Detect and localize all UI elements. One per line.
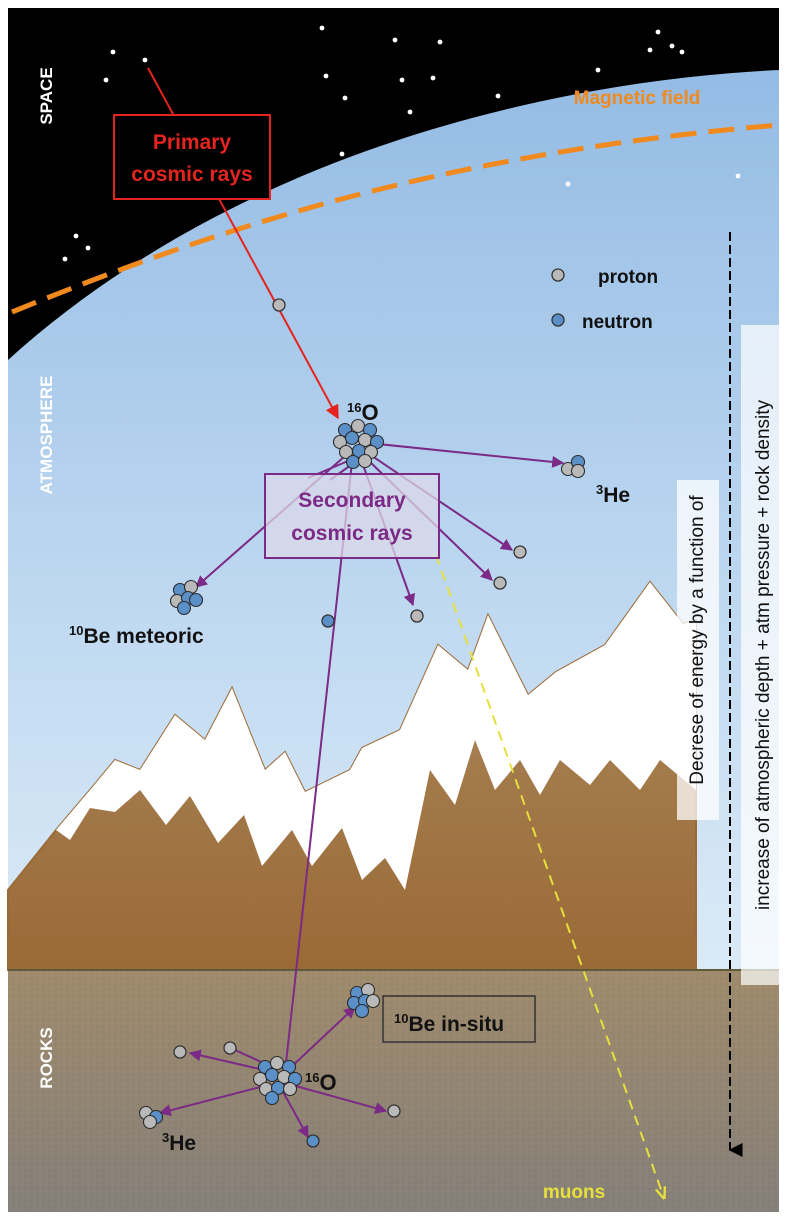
energy-axis-label-line2: increase of atmospheric depth + atm pres… [753, 399, 774, 910]
legend-proton-icon [551, 268, 565, 282]
muons-label: muons [543, 1182, 605, 1203]
stars [62, 25, 741, 262]
o16-top-label: 16O [347, 400, 379, 425]
primary-label-line1: Primary [153, 131, 232, 154]
secondary-label-line2: cosmic rays [291, 522, 412, 545]
primary-label-line2: cosmic rays [131, 163, 252, 186]
legend-neutron-icon [551, 313, 565, 327]
helium-3-nucleus-bottom [138, 1105, 164, 1130]
beryllium-10-in-situ-nucleus [346, 982, 381, 1019]
secondary-cosmic-rays-box [264, 473, 440, 559]
helium-3-nucleus-top [560, 454, 586, 479]
depth-axis-label-background [741, 325, 783, 985]
he3-top-label: 3He [596, 482, 630, 507]
beryllium-10-meteoric-nucleus [169, 579, 204, 616]
rock-proton-1 [173, 1045, 187, 1059]
space-background [8, 8, 779, 360]
secondary-neutron [321, 614, 335, 628]
o16-bottom-label: 16O [305, 1070, 337, 1095]
rock-proton-3 [387, 1104, 401, 1118]
rock-texture [8, 970, 779, 1212]
be10-in-situ-label: 10Be in-situ [394, 1011, 504, 1036]
mountain-snow [56, 582, 696, 890]
be10-meteoric-label: 10Be meteoric [69, 623, 204, 648]
magnetic-field-label: Magnetic field [574, 88, 701, 109]
zone-label-rocks: ROCKS [37, 1027, 56, 1088]
rock-neutron [306, 1134, 320, 1148]
muon-path [435, 554, 664, 1198]
legend-proton-label: proton [598, 267, 658, 288]
zone-label-atmosphere: ATMOSPHERE [37, 376, 56, 495]
secondary-proton-3 [410, 609, 424, 623]
secondary-proton-1 [513, 545, 527, 559]
be10-in-situ-box [382, 995, 536, 1043]
energy-axis-label-line1: Decrese of energy by a function of [687, 495, 708, 785]
rock-proton-2 [223, 1041, 237, 1055]
zone-label-space: SPACE [37, 67, 56, 124]
magnetic-field-line [11, 122, 780, 315]
secondary-label-line1: Secondary [298, 489, 406, 512]
primary-cosmic-rays-box [113, 114, 271, 200]
secondary-arrows-bottom [158, 1006, 388, 1139]
secondary-proton-2 [493, 576, 507, 590]
he3-bottom-label: 3He [162, 1130, 196, 1155]
oxygen-16-nucleus-bottom [252, 1055, 303, 1106]
legend-neutron-label: neutron [582, 312, 653, 333]
primary-proton [272, 298, 286, 312]
energy-axis-label-background [677, 480, 719, 820]
oxygen-16-nucleus-top [332, 418, 385, 470]
